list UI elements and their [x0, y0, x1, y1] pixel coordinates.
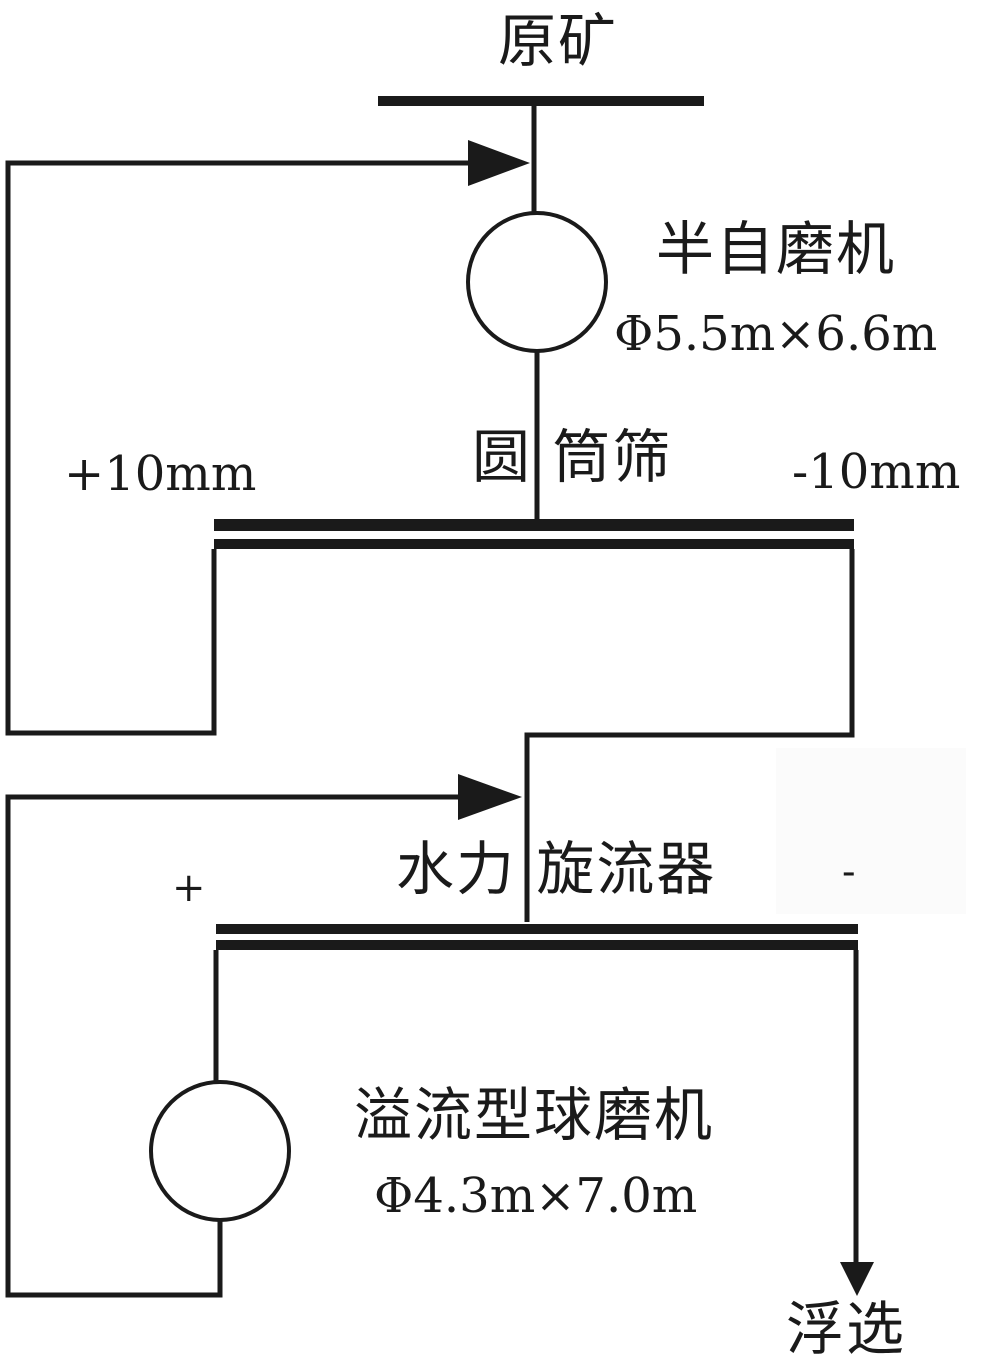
label-background-patch — [776, 748, 966, 914]
ball-mill-name: 溢流型球磨机 — [354, 1081, 715, 1149]
ball-mill-spec: Φ4.3m×7.0m — [374, 1168, 698, 1224]
trommel-screen-base — [214, 539, 854, 549]
ball-mill-recycle-line — [5, 794, 460, 1298]
oversize-label: +10mm — [64, 446, 257, 502]
flotation-arrow-head — [840, 1262, 874, 1296]
overflow-sign: - — [842, 849, 856, 895]
cyclone-label: 水力 旋流器 — [396, 835, 717, 903]
cyclone-split-base — [216, 940, 858, 950]
trommel-screen-bar — [214, 519, 854, 531]
undersize-line — [524, 549, 855, 922]
cyclone-feed-arrow-head — [458, 774, 522, 820]
cyclone-split-bar — [216, 924, 858, 934]
feed-bar — [378, 96, 704, 106]
underflow-sign: + — [172, 865, 206, 911]
sag-mill-symbol — [466, 211, 608, 353]
cyclone-split-gap — [218, 935, 856, 939]
oversize-arrow-head — [468, 140, 530, 186]
sag-mill-name: 半自磨机 — [656, 215, 897, 283]
raw-ore-label: 原矿 — [498, 7, 619, 75]
undersize-label: -10mm — [792, 444, 961, 500]
oversize-recycle-line — [5, 160, 470, 736]
ball-mill-symbol — [149, 1080, 291, 1222]
trommel-screen-gap — [216, 533, 852, 537]
trommel-label: 圆 筒筛 — [472, 423, 673, 491]
sag-mill-spec: Φ5.5m×6.6m — [614, 306, 938, 362]
flotation-label: 浮选 — [786, 1295, 907, 1363]
